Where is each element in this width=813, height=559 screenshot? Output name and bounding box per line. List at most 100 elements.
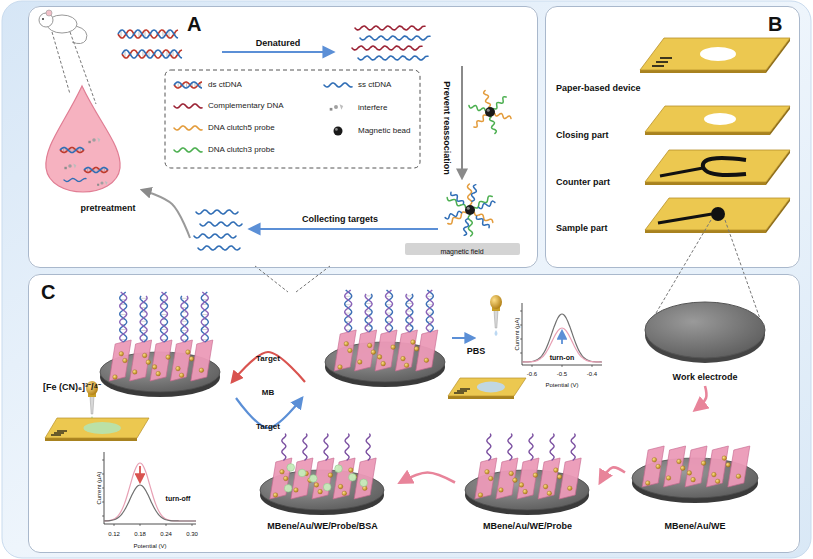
collected-targets-part (198, 246, 240, 250)
electrode-target-mid-part (395, 330, 417, 371)
electrode-probe-part (538, 458, 560, 499)
magnetic-bead-probe-part (484, 91, 491, 108)
annotation-holder: -0.4 (587, 363, 597, 379)
legend-sample-part (334, 127, 343, 136)
electrode-target-mid-part (386, 290, 393, 332)
magnetic-bead-probe-part (451, 192, 464, 204)
electrode-target-mid-part (406, 294, 413, 332)
legend-sample (172, 99, 204, 113)
electrode-target-left-part (119, 351, 124, 356)
paper-device-layers-part (658, 214, 712, 223)
annotation-holder: Denatured (256, 33, 301, 49)
electrode-target-left-part (179, 373, 184, 378)
pbs-readout-part (522, 303, 602, 365)
electrode-target-mid-part (406, 303, 413, 304)
electrode-target-left-part (191, 340, 213, 381)
pbs-readout-part (562, 365, 563, 367)
dna-strands-part (118, 30, 178, 38)
panel-letter: A (187, 13, 201, 35)
pbs-readout-part (522, 328, 602, 362)
annotation: Closing part (556, 131, 609, 141)
electrode-target-mid-part (424, 358, 429, 363)
blood-drop-part (68, 164, 72, 168)
paper-device-layers-part (645, 150, 790, 182)
dna-strands (118, 26, 430, 60)
electrode-mbene-part (677, 459, 682, 464)
legend-text: interfere (358, 104, 387, 113)
annotation: Paper-based device (556, 84, 641, 94)
blood-drop-part (60, 148, 84, 153)
electrode-bsa-part (349, 473, 357, 481)
annotation: 0.12 (108, 531, 120, 538)
electrode-bsa-part (298, 469, 306, 477)
magnetic-bead-probe-part (474, 115, 486, 127)
electrode-target-mid-part (401, 356, 406, 361)
electrode-bsa-part (324, 434, 328, 460)
electrode-mbene-part (691, 477, 696, 482)
paper-device-layers (640, 38, 790, 330)
legend-sample-part (174, 82, 202, 88)
electrode-target-mid-part (344, 341, 349, 346)
electrode-target-left-part (201, 292, 208, 342)
electrode-target-left-part (109, 340, 131, 381)
legend-text: DNA clutch5 probe (208, 124, 275, 133)
electrode-mbene-part (642, 446, 664, 487)
paper-device-layers-part (660, 57, 672, 59)
ferricyanide-readout-part (192, 524, 193, 526)
pbs-readout-part (520, 325, 522, 326)
annotation: Potential (V) (545, 382, 578, 389)
blood-drop-part (92, 138, 96, 142)
electrode-target-mid (325, 290, 445, 387)
ferricyanide-readout-part (102, 488, 104, 489)
zoom-callout-part (255, 266, 288, 292)
annotation: Counter part (556, 178, 610, 188)
pbs-readout-part (495, 330, 498, 336)
electrode-target-left-part (130, 340, 152, 381)
annotation-holder: Target (256, 416, 280, 432)
annotation: Current (μA) (514, 317, 521, 350)
electrode-target-left-part (123, 358, 128, 363)
magnetic-bead-probe-part (465, 205, 475, 215)
mouse-icon-part (52, 32, 70, 94)
electrode-target-left-part (189, 357, 194, 362)
magnetic-bead-probe-part (485, 107, 495, 117)
pbs-readout-part (561, 331, 563, 344)
electrode-bsa-part (342, 491, 347, 496)
electrode-target-mid-part (345, 304, 352, 305)
dna-strands-part (352, 46, 422, 50)
electrode-probe-part (547, 491, 552, 496)
electrode-bsa-part (294, 488, 299, 493)
annotation-holder: Prevent reassociation (441, 81, 457, 175)
pbs-readout-part (490, 295, 502, 309)
electrode-target-mid-part (345, 290, 352, 332)
electrode-mbene-part (726, 463, 731, 468)
annotation: -0.5 (557, 371, 567, 378)
ferricyanide-readout-part (102, 516, 104, 517)
pbs-readout-part (522, 314, 602, 362)
electrode-mbene-part (645, 481, 650, 486)
paper-device-layers-part (703, 158, 746, 175)
ferricyanide-readout-part (139, 466, 141, 482)
stage-label: MBene/Au/WE/Probe/BSA (267, 522, 378, 532)
electrode-target-mid-part (386, 290, 393, 332)
annotation-holder: PBS (467, 341, 486, 357)
electrode-target-left-part (140, 296, 147, 342)
electrode-probe-part (557, 475, 562, 480)
paper-device-layers-part (645, 106, 790, 132)
magnetic-bead-probe-part (467, 207, 470, 210)
ferricyanide-readout-part (104, 485, 196, 521)
annotation: Potential (V) (133, 543, 166, 550)
electrode-target-left-part (181, 296, 188, 342)
stage-box: MBene/Au/WE/Probe/BSA (245, 430, 400, 535)
mouse-icon (39, 10, 96, 104)
ferricyanide-readout-part (166, 524, 167, 526)
legend-box (165, 70, 420, 168)
electrode-probe-part (550, 434, 554, 460)
collected-targets-part (196, 210, 238, 214)
electrode-target-left-part (161, 329, 168, 330)
annotation: Target (256, 423, 280, 432)
stage-arrow (600, 467, 625, 482)
mouse-icon-part (46, 10, 52, 16)
blood-drop-part (105, 181, 108, 185)
